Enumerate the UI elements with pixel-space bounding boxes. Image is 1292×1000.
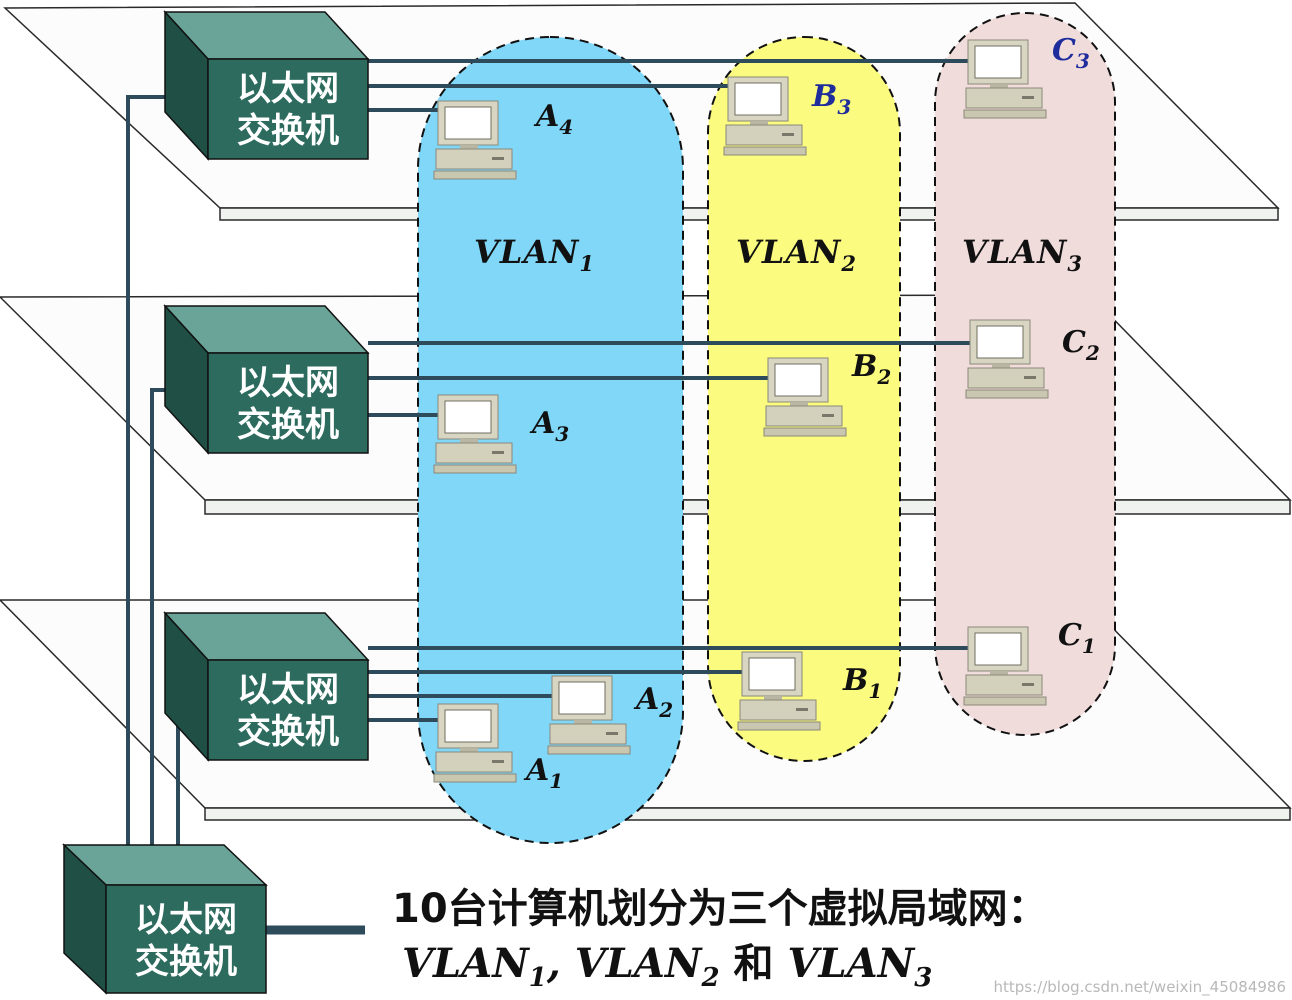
label-c3: C3 bbox=[1052, 33, 1090, 73]
watermark: https://blog.csdn.net/weixin_45084986 bbox=[993, 978, 1286, 997]
switch-floor-3: 以太网 交换机 bbox=[163, 10, 370, 161]
label-b3: B3 bbox=[811, 79, 851, 119]
switch-label-line2: 交换机 bbox=[237, 712, 339, 752]
label-a2: A2 bbox=[633, 682, 673, 722]
label-a3: A3 bbox=[529, 406, 569, 446]
switch-label-line1: 以太网 bbox=[237, 670, 339, 710]
switch-label-line2: 交换机 bbox=[237, 405, 339, 445]
computer-labels: A4 B3 C3 A3 B2 C2 A2 A1 B1 C1 bbox=[523, 33, 1100, 793]
vlan3-label: VLAN3 bbox=[962, 233, 1083, 276]
label-b1: B1 bbox=[842, 663, 882, 703]
switch-label-line1: 以太网 bbox=[135, 900, 237, 940]
vlan1-region bbox=[417, 36, 684, 844]
vlan-labels: VLAN1 VLAN2 VLAN3 bbox=[474, 233, 1083, 276]
label-a4: A4 bbox=[533, 99, 573, 139]
switch-label-line2: 交换机 bbox=[237, 111, 339, 151]
label-b2: B2 bbox=[851, 349, 891, 389]
vlan2-label: VLAN2 bbox=[736, 233, 857, 276]
vlan1-label: VLAN1 bbox=[474, 233, 595, 276]
label-c2: C2 bbox=[1062, 325, 1100, 365]
floor-bottom-edge bbox=[204, 807, 1291, 821]
caption-line1: 10台计算机划分为三个虚拟局域网： bbox=[392, 886, 1048, 932]
caption-line2: VLAN1, VLAN2 和 VLAN3 bbox=[402, 940, 932, 993]
label-a1: A1 bbox=[523, 753, 563, 793]
label-c1: C1 bbox=[1058, 618, 1096, 658]
switch-floor-2: 以太网 交换机 bbox=[163, 304, 370, 455]
switch-label-line2: 交换机 bbox=[135, 942, 237, 982]
switch-main: 以太网 交换机 bbox=[62, 843, 268, 995]
switch-label-line1: 以太网 bbox=[237, 363, 339, 403]
switch-label-line1: 以太网 bbox=[237, 69, 339, 109]
switch-floor-1: 以太网 交换机 bbox=[163, 611, 370, 762]
